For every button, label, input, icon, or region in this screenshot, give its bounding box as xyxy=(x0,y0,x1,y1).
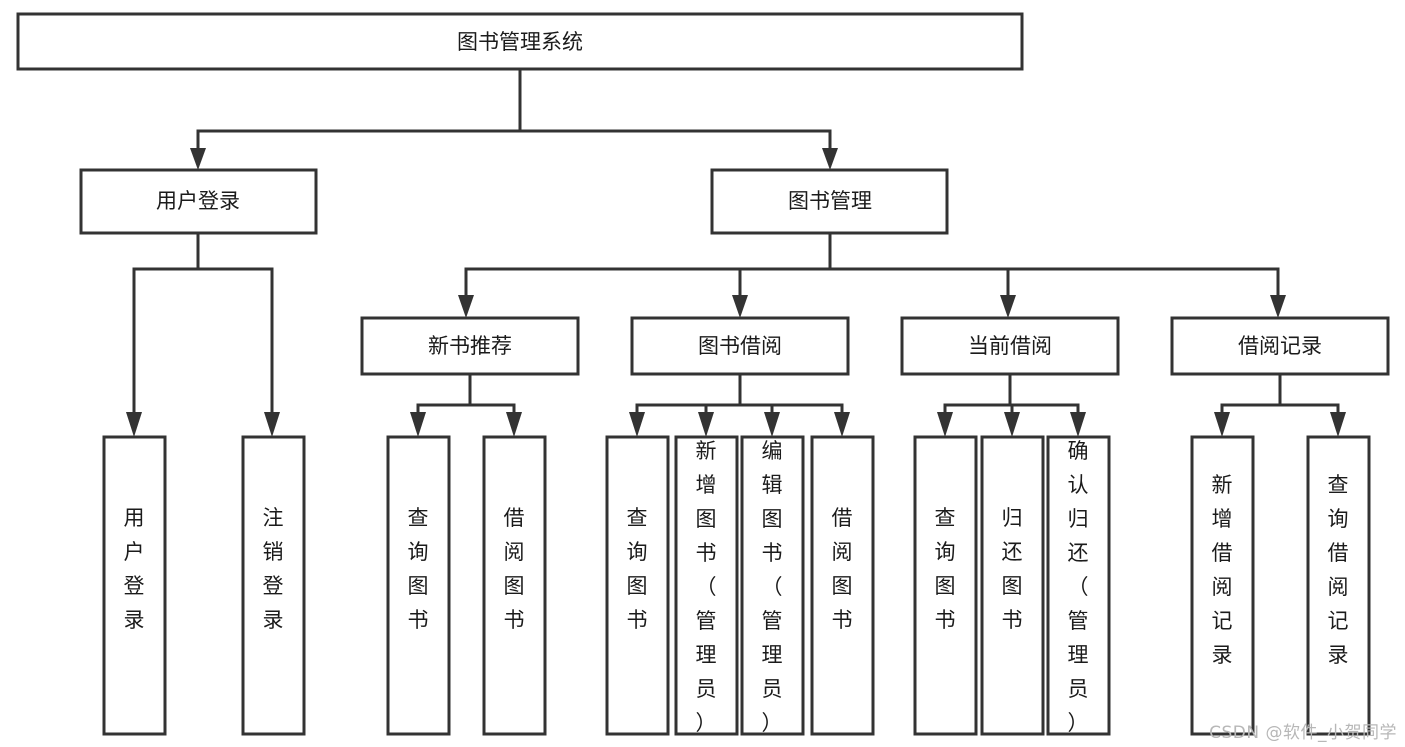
arrow-to-current-borrow xyxy=(1000,295,1016,318)
node-book-borrow-label: 图书借阅 xyxy=(698,334,782,358)
leaf-borrow-book-2-label: 借阅图书 xyxy=(832,506,853,632)
leaf-node-query-book-2[interactable]: 查询图书 xyxy=(605,435,670,736)
node-book-borrow[interactable]: 图书借阅 xyxy=(630,316,850,376)
leaf-add-borrow-record-box[interactable] xyxy=(1190,435,1255,736)
leaf-return-book-box[interactable] xyxy=(980,435,1045,736)
arrow-to-leaf-return-book xyxy=(1004,412,1020,437)
node-user-login-label: 用户登录 xyxy=(156,189,240,213)
node-user-login-box[interactable] xyxy=(79,168,318,235)
arrow-to-leaf-borrow-book-2 xyxy=(834,412,850,437)
node-book-manage-label: 图书管理 xyxy=(788,189,872,213)
leaf-add-borrow-record-label: 新增借阅记录 xyxy=(1212,473,1233,667)
leaf-node-borrow-book-1[interactable]: 借阅图书 xyxy=(482,435,547,736)
leaf-node-borrow-book-2[interactable]: 借阅图书 xyxy=(810,435,875,736)
connector-layer xyxy=(126,67,1346,437)
leaf-user-login-label: 用户登录 xyxy=(124,506,145,632)
leaf-confirm-return-admin-label: 确认归还（管理员） xyxy=(1068,439,1089,735)
node-book-borrow-box[interactable] xyxy=(630,316,850,376)
arrow-to-leaf-add-book-admin xyxy=(698,412,714,437)
leaf-query-borrow-record-box[interactable] xyxy=(1306,435,1371,736)
arrow-to-leaf-user-login xyxy=(126,412,142,437)
leaf-node-confirm-return-admin[interactable]: 确认归还（管理员） xyxy=(1046,435,1111,736)
leaf-query-book-1-label: 查询图书 xyxy=(408,506,429,632)
leaf-node-return-book[interactable]: 归还图书 xyxy=(980,435,1045,736)
leaf-node-query-borrow-record[interactable]: 查询借阅记录 xyxy=(1306,435,1371,736)
leaf-query-borrow-record-label: 查询借阅记录 xyxy=(1328,473,1349,667)
node-user-login[interactable]: 用户登录 xyxy=(79,168,318,235)
node-new-book-recommend-box[interactable] xyxy=(360,316,580,376)
node-current-borrow[interactable]: 当前借阅 xyxy=(900,316,1120,376)
arrow-to-book-borrow xyxy=(732,295,748,318)
leaf-confirm-return-admin-box[interactable] xyxy=(1046,435,1111,736)
leaf-query-book-3-box[interactable] xyxy=(913,435,978,736)
leaf-borrow-book-2-box[interactable] xyxy=(810,435,875,736)
leaf-node-query-book-3[interactable]: 查询图书 xyxy=(913,435,978,736)
node-root[interactable]: 图书管理系统 xyxy=(16,12,1024,71)
node-borrow-record-box[interactable] xyxy=(1170,316,1390,376)
node-book-manage-box[interactable] xyxy=(710,168,949,235)
arrow-to-leaf-query-borrow-record xyxy=(1330,412,1346,437)
leaf-query-book-1-box[interactable] xyxy=(386,435,451,736)
arrow-to-leaf-query-book-3 xyxy=(937,412,953,437)
arrow-to-leaf-edit-book-admin xyxy=(764,412,780,437)
node-book-manage[interactable]: 图书管理 xyxy=(710,168,949,235)
arrow-to-leaf-borrow-book-1 xyxy=(506,412,522,437)
leaf-node-user-login[interactable]: 用户登录 xyxy=(102,435,167,736)
leaf-node-query-book-1[interactable]: 查询图书 xyxy=(386,435,451,736)
leaf-edit-book-admin-box[interactable] xyxy=(740,435,805,736)
leaf-edit-book-admin-label: 编辑图书（管理员） xyxy=(762,439,783,735)
arrow-to-borrow-record xyxy=(1270,295,1286,318)
arrow-to-leaf-add-borrow-record xyxy=(1214,412,1230,437)
leaf-query-book-3-label: 查询图书 xyxy=(935,506,956,632)
leaf-logout-login-box[interactable] xyxy=(241,435,306,736)
arrow-to-book-manage xyxy=(822,148,838,170)
leaf-user-login-box[interactable] xyxy=(102,435,167,736)
leaf-node-add-borrow-record[interactable]: 新增借阅记录 xyxy=(1190,435,1255,736)
leaf-add-book-admin-label: 新增图书（管理员） xyxy=(696,439,717,735)
leaf-borrow-book-1-label: 借阅图书 xyxy=(504,506,525,632)
arrow-to-new-book-recommend xyxy=(458,295,474,318)
leaf-add-book-admin-box[interactable] xyxy=(674,435,739,736)
node-borrow-record-label: 借阅记录 xyxy=(1238,334,1322,358)
leaf-node-logout-login[interactable]: 注销登录 xyxy=(241,435,306,736)
node-root-box[interactable] xyxy=(16,12,1024,71)
leaf-borrow-book-1-box[interactable] xyxy=(482,435,547,736)
arrow-to-leaf-logout-login xyxy=(264,412,280,437)
node-root-label: 图书管理系统 xyxy=(457,30,583,54)
node-new-book-recommend[interactable]: 新书推荐 xyxy=(360,316,580,376)
leaf-node-add-book-admin[interactable]: 新增图书（管理员） xyxy=(674,435,739,736)
leaf-query-book-2-label: 查询图书 xyxy=(627,506,648,632)
leaf-return-book-label: 归还图书 xyxy=(1002,506,1023,632)
arrow-to-leaf-query-book-2 xyxy=(629,412,645,437)
arrow-to-user-login xyxy=(190,148,206,170)
node-current-borrow-box[interactable] xyxy=(900,316,1120,376)
arrow-to-leaf-query-book-1 xyxy=(410,412,426,437)
leaf-logout-login-label: 注销登录 xyxy=(263,506,284,632)
leaf-query-book-2-box[interactable] xyxy=(605,435,670,736)
node-borrow-record[interactable]: 借阅记录 xyxy=(1170,316,1390,376)
arrow-to-leaf-confirm-return-admin xyxy=(1070,412,1086,437)
node-new-book-recommend-label: 新书推荐 xyxy=(428,334,512,358)
leaf-node-edit-book-admin[interactable]: 编辑图书（管理员） xyxy=(740,435,805,736)
node-current-borrow-label: 当前借阅 xyxy=(968,334,1052,358)
